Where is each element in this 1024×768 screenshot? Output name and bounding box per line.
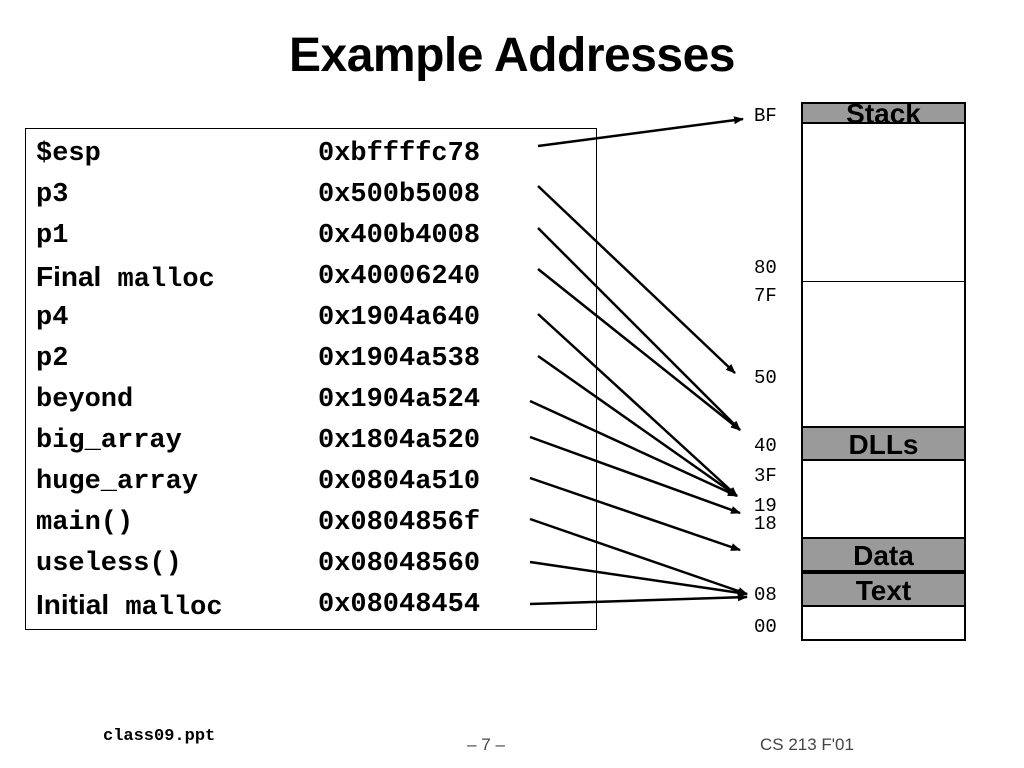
row-label-final-malloc: Final malloc (36, 260, 215, 295)
segment-stack: Stack (801, 100, 966, 128)
row-value-p1: 0x400b4008 (318, 221, 481, 251)
row-value-esp: 0xbffffc78 (318, 139, 481, 169)
row-value-useless: 0x08048560 (318, 549, 481, 579)
addr-label-40: 40 (754, 435, 777, 457)
row-label-useless: useless() (36, 549, 182, 579)
arrow-esp (537, 116, 744, 148)
segment-dlls: DLLs (801, 426, 966, 461)
addr-label-7f: 7F (754, 285, 777, 307)
row-value-beyond: 0x1904a524 (318, 385, 481, 415)
addr-label-18: 18 (754, 513, 777, 535)
address-table (25, 128, 597, 630)
row-value-big-array: 0x1804a520 (318, 426, 481, 456)
row-label-initial-malloc-word: malloc (125, 593, 223, 623)
row-value-p4: 0x1904a640 (318, 303, 481, 333)
slide-title: Example Addresses (289, 29, 735, 82)
arrow-initial-malloc (529, 593, 748, 606)
arrow-big-array (529, 435, 741, 515)
arrow-p4 (537, 313, 738, 497)
row-label-final-word: Final (36, 261, 102, 292)
row-label-p1: p1 (36, 221, 69, 251)
row-label-beyond: beyond (36, 385, 134, 415)
segment-text: Text (801, 572, 966, 607)
row-label-p2: p2 (36, 344, 69, 374)
arrow-p2 (537, 354, 738, 498)
addr-label-08: 08 (754, 584, 777, 606)
footer-course: CS 213 F'01 (760, 735, 854, 754)
arrow-p3 (537, 185, 736, 374)
footer-page-number: – 7 – (467, 735, 505, 754)
row-label-p4: p4 (36, 303, 69, 333)
memory-divider-80 (801, 281, 966, 282)
row-value-p2: 0x1904a538 (318, 344, 481, 374)
arrow-final-malloc (537, 268, 741, 431)
arrow-useless (529, 560, 748, 597)
row-label-huge-array: huge_array (36, 467, 199, 497)
row-value-initial-malloc: 0x08048454 (318, 590, 481, 620)
row-value-p3: 0x500b5008 (318, 180, 481, 210)
arrow-huge-array (529, 476, 741, 552)
addr-label-3f: 3F (754, 465, 777, 487)
row-value-final-malloc: 0x40006240 (318, 262, 481, 292)
addr-label-19: 19 (754, 495, 777, 517)
segment-data: Data (801, 537, 966, 572)
row-value-huge-array: 0x0804a510 (318, 467, 481, 497)
row-label-p3: p3 (36, 180, 69, 210)
addr-label-50: 50 (754, 367, 777, 389)
row-value-main: 0x0804856f (318, 508, 481, 538)
addr-label-bf: BF (754, 105, 777, 127)
arrow-beyond (529, 399, 738, 498)
row-label-main: main() (36, 508, 134, 538)
row-label-esp: $esp (36, 139, 101, 169)
footer-filename: class09.ppt (103, 727, 216, 746)
addr-label-80: 80 (754, 257, 777, 279)
row-label-initial-malloc: Initial malloc (36, 588, 223, 623)
row-label-big-array: big_array (36, 426, 182, 456)
arrow-p1 (537, 227, 741, 431)
row-label-initial-word: Initial (36, 589, 110, 620)
arrow-main (529, 517, 748, 596)
row-label-final-malloc-word: malloc (117, 265, 215, 295)
addr-label-00: 00 (754, 616, 777, 638)
